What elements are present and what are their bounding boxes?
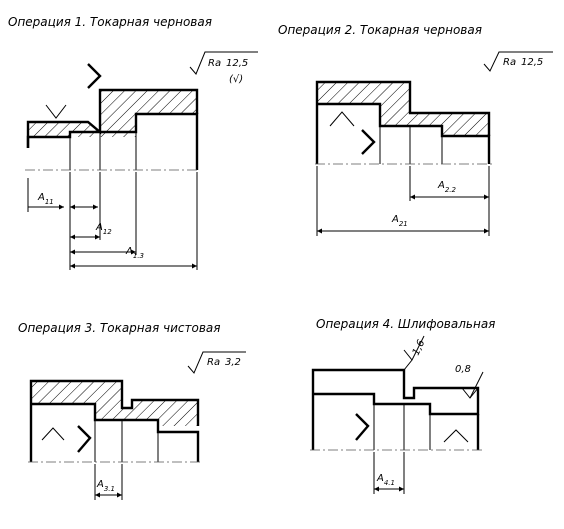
dim-a31: A3.1 bbox=[96, 479, 115, 493]
dim-a11: A11 bbox=[37, 192, 54, 206]
roughness-prefix-op3: Ra bbox=[207, 357, 220, 368]
roughness-mark-1-6: 1,6 bbox=[411, 338, 428, 357]
roughness-sign-op2: Ra 12,5 bbox=[483, 51, 553, 72]
stock-outline-op2 bbox=[315, 80, 491, 164]
roughness-prefix-op1: Ra bbox=[208, 58, 221, 69]
roughness-sign-op1: Ra 12,5 (√) bbox=[189, 51, 258, 85]
operation-3-sketch: Операция 3. Токарная чистовая Ra 3,2 A3.… bbox=[18, 321, 246, 500]
roughness-note-op1: (√) bbox=[229, 74, 243, 85]
roughness-mark-0-8: 0,8 bbox=[455, 364, 471, 375]
roughness-value-op3: 3,2 bbox=[225, 357, 241, 368]
stock-allowance-op1 bbox=[28, 90, 197, 137]
cutter-mark-op3a bbox=[41, 427, 65, 441]
dim-a12: A12 bbox=[95, 222, 112, 236]
operation-4-sketch: Операция 4. Шлифовальная 1,6 0,8 A4.1 bbox=[310, 317, 495, 494]
roughness-sign-op3: Ra 3,2 bbox=[187, 351, 246, 374]
cutter-mark-op1b bbox=[87, 63, 102, 89]
operation-4-title: Операция 4. Шлифовальная bbox=[316, 317, 495, 331]
roughness-sign-op4a: 1,6 bbox=[403, 335, 428, 371]
dim-a41: A4.1 bbox=[376, 473, 395, 487]
cutter-mark-op2a bbox=[329, 111, 355, 127]
stock-allowance-op2 bbox=[317, 82, 489, 136]
dim-a21: A21 bbox=[391, 214, 408, 228]
dim-a13: A1.3 bbox=[125, 246, 144, 260]
part-outline-op4 bbox=[311, 368, 480, 450]
operation-3-title: Операция 3. Токарная чистовая bbox=[18, 321, 221, 335]
stock-allowance-op3 bbox=[31, 381, 198, 426]
operation-1-title: Операция 1. Токарная черновая bbox=[8, 15, 212, 29]
cutter-mark-op3b bbox=[77, 425, 92, 453]
operation-2-title: Операция 2. Токарная черновая bbox=[278, 23, 482, 37]
stock-outline-op3 bbox=[29, 379, 200, 462]
roughness-prefix-op2: Ra bbox=[503, 57, 516, 68]
grinding-mark-op4b bbox=[443, 429, 469, 443]
roughness-value-op2: 12,5 bbox=[521, 57, 543, 68]
grinding-mark-op4a bbox=[355, 413, 370, 441]
roughness-value-op1: 12,5 bbox=[226, 58, 248, 69]
cutter-mark-op1a bbox=[45, 104, 67, 119]
dim-a22: A2.2 bbox=[437, 180, 457, 194]
cutter-mark-op2b bbox=[361, 129, 376, 155]
operation-1-sketch: Операция 1. Токарная черновая Ra 12,5 (√… bbox=[8, 15, 258, 270]
operation-2-sketch: Операция 2. Токарная черновая Ra 12,5 A2… bbox=[278, 23, 553, 236]
